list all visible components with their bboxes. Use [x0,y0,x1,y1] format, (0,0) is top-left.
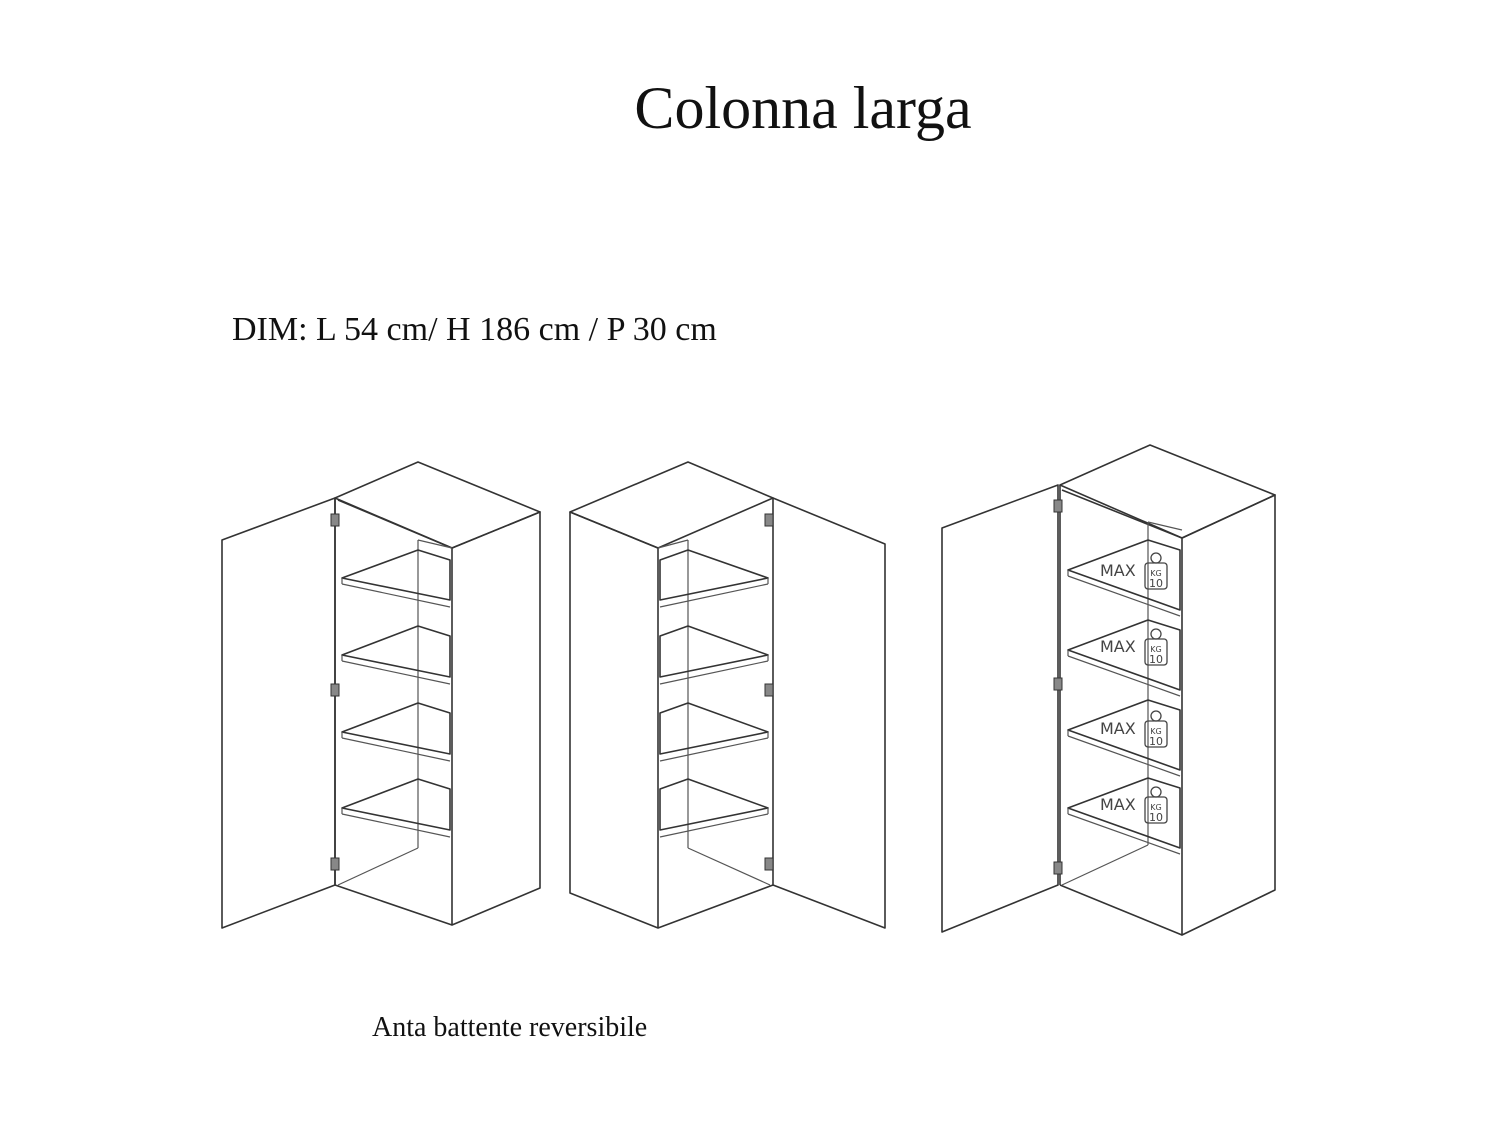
hinge-icon [330,683,340,697]
cabinet-door-left-open [221,461,541,929]
svg-text:KG: KG [1150,727,1161,736]
hinge-icon [1053,861,1063,875]
svg-text:10: 10 [1149,735,1163,748]
svg-text:KG: KG [1150,569,1161,578]
weight-icon: KG 10 [1144,710,1168,748]
max-load-label: MAX KG 10 [1100,552,1168,590]
hinge-icon [330,513,340,527]
max-load-label: MAX KG 10 [1100,786,1168,824]
weight-icon: KG 10 [1144,628,1168,666]
hinge-icon [764,683,774,697]
hinge-icon [330,857,340,871]
svg-text:MAX: MAX [1100,719,1136,738]
svg-text:MAX: MAX [1100,561,1136,580]
cabinet-door-right-open [569,461,886,929]
page-title: Colonna larga [634,75,972,141]
hinge-icon [1053,677,1063,691]
hinge-icon [1053,499,1063,513]
dimensions-label: DIM: L 54 cm/ H 186 cm / P 30 cm [232,311,717,348]
svg-text:10: 10 [1149,653,1163,666]
hinge-icon [764,513,774,527]
cabinet-max-load: MAX KG 10 MAX KG 10 MAX KG 10 [941,444,1276,936]
weight-icon: KG 10 [1144,552,1168,590]
door-caption: Anta battente reversibile [372,1012,648,1043]
svg-text:MAX: MAX [1100,795,1136,814]
svg-text:10: 10 [1149,811,1163,824]
svg-text:10: 10 [1149,577,1163,590]
svg-text:KG: KG [1150,803,1161,812]
svg-text:MAX: MAX [1100,637,1136,656]
weight-icon: KG 10 [1144,786,1168,824]
max-load-label: MAX KG 10 [1100,628,1168,666]
svg-text:KG: KG [1150,645,1161,654]
max-load-label: MAX KG 10 [1100,710,1168,748]
hinge-icon [764,857,774,871]
